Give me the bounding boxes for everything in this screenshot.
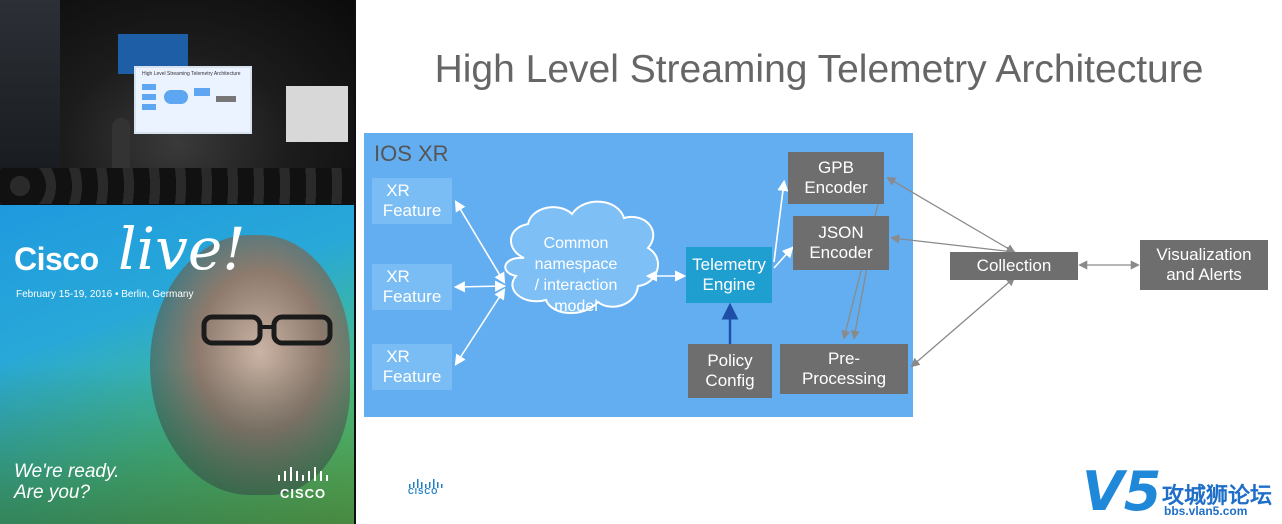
xr-feature-box: XR Feature bbox=[372, 178, 452, 224]
whiteboard bbox=[286, 86, 348, 142]
collection-box: Collection bbox=[950, 252, 1078, 280]
policy-config-label: Config bbox=[705, 371, 755, 390]
promo-portrait bbox=[150, 235, 350, 495]
webcam-view: High Level Streaming Telemetry Architect… bbox=[0, 0, 354, 204]
connector-feature3-cloud bbox=[454, 288, 506, 366]
audience bbox=[0, 168, 354, 204]
screen-block bbox=[216, 96, 236, 102]
pre-processing-label: Processing bbox=[801, 369, 887, 388]
xr-feature-box: XR Feature bbox=[372, 264, 452, 310]
pre-processing-box: Pre- Processing bbox=[780, 344, 908, 394]
gpb-encoder-label: GPB bbox=[818, 158, 854, 177]
promo-dates: February 15-19, 2016 • Berlin, Germany bbox=[16, 289, 194, 300]
xr-feature-label: XR bbox=[386, 267, 410, 286]
json-encoder-label: JSON bbox=[818, 223, 864, 242]
promo-tagline: We're ready. Are you? bbox=[14, 461, 119, 503]
connector-json-preprocessing bbox=[850, 261, 869, 340]
screen-cloud bbox=[164, 90, 188, 104]
connector-feature1-cloud bbox=[454, 200, 506, 284]
xr-feature-label: XR bbox=[386, 347, 410, 366]
watermark-mark: V5 bbox=[1082, 460, 1162, 523]
json-encoder-box: JSON Encoder bbox=[793, 216, 889, 270]
xr-feature-label: XR bbox=[386, 181, 410, 200]
gpb-encoder-label: Encoder bbox=[804, 178, 868, 197]
connector-engine-gpb bbox=[773, 179, 789, 263]
xr-feature-label: Feature bbox=[382, 287, 442, 306]
xr-feature-box: XR Feature bbox=[372, 344, 452, 390]
policy-config-box: Policy Config bbox=[688, 344, 772, 398]
policy-config-label: Policy bbox=[707, 351, 753, 370]
cloud-line: model bbox=[554, 298, 598, 315]
promo-live: live! bbox=[118, 215, 246, 283]
xr-feature-label: Feature bbox=[382, 367, 442, 386]
slide-title: High Level Streaming Telemetry Architect… bbox=[434, 48, 1204, 91]
slide-footer-logo-text: CISCO bbox=[408, 487, 439, 496]
cloud-line: / interaction bbox=[534, 277, 618, 294]
promo-tagline-line1: We're ready. bbox=[14, 461, 120, 482]
slide-footer-logo: CISCO bbox=[408, 476, 444, 496]
telemetry-engine-label: Telemetry bbox=[692, 255, 766, 274]
namespace-cloud-shape bbox=[504, 200, 659, 315]
screen-block bbox=[142, 104, 156, 110]
video-sidebar: High Level Streaming Telemetry Architect… bbox=[0, 0, 354, 524]
namespace-cloud-label: Common namespace / interaction model bbox=[506, 233, 646, 317]
visualization-label: Visualization bbox=[1156, 245, 1252, 264]
promo-brand: Cisco bbox=[14, 241, 99, 277]
connector-feature2-cloud bbox=[453, 280, 507, 293]
projector-screen: High Level Streaming Telemetry Architect… bbox=[134, 66, 252, 134]
pre-processing-label: Pre- bbox=[827, 349, 861, 368]
screen-block bbox=[194, 88, 210, 96]
promo-skyline bbox=[0, 364, 354, 524]
presenter bbox=[112, 118, 130, 168]
cloud-line: Common bbox=[543, 235, 609, 252]
screen-block bbox=[142, 84, 156, 90]
promo-tagline-line2: Are you? bbox=[14, 482, 91, 503]
connector-json-collection bbox=[890, 234, 1016, 256]
connector-gpb-collection bbox=[886, 177, 1016, 253]
projector-screen-title: High Level Streaming Telemetry Architect… bbox=[142, 71, 241, 77]
telemetry-engine-box: Telemetry Engine bbox=[686, 247, 772, 303]
screen-block bbox=[142, 94, 156, 100]
visualization-label: and Alerts bbox=[1166, 265, 1242, 284]
watermark-chinese: 攻城狮论坛 bbox=[1162, 483, 1273, 508]
ios-xr-label: IOS XR bbox=[374, 141, 449, 166]
json-encoder-label: Encoder bbox=[809, 243, 873, 262]
cloud-line: namespace bbox=[534, 256, 618, 273]
connector-preprocessing-collection bbox=[910, 276, 1016, 368]
glasses-graphic bbox=[201, 314, 333, 346]
promo-logo-text: CISCO bbox=[280, 486, 327, 501]
connector-engine-json bbox=[773, 246, 794, 269]
cisco-logo-icon bbox=[278, 467, 328, 481]
xr-feature-label: Feature bbox=[382, 201, 442, 220]
gpb-encoder-box: GPB Encoder bbox=[788, 152, 884, 204]
cisco-live-promo: Cisco live! February 15-19, 2016 • Berli… bbox=[0, 205, 354, 524]
telemetry-engine-label: Engine bbox=[702, 275, 756, 294]
presentation-slide: High Level Streaming Telemetry Architect… bbox=[356, 0, 1282, 524]
site-watermark: V5 攻城狮论坛 bbs.vlan5.com bbox=[1082, 460, 1282, 524]
cisco-logo-icon bbox=[409, 479, 443, 488]
watermark-url: bbs.vlan5.com bbox=[1164, 504, 1248, 518]
visualization-box: Visualization and Alerts bbox=[1140, 240, 1268, 290]
